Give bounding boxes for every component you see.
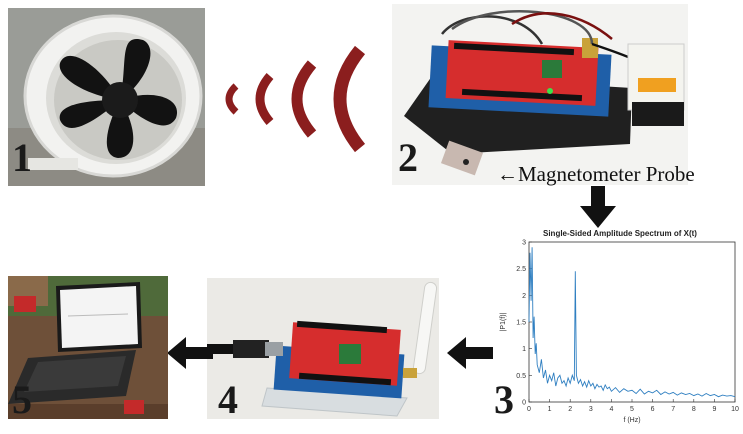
x-tick-label: 0 <box>527 406 531 413</box>
step-number-1: 1 <box>12 135 32 180</box>
y-tick-label: 1.5 <box>516 320 526 327</box>
arduino-battery-photo <box>392 4 688 185</box>
x-tick-label: 8 <box>692 406 696 413</box>
magnetometer-probe-label: ←Magnetometer Probe <box>497 162 695 186</box>
step-number-2: 2 <box>398 135 418 180</box>
left-arrow-icon <box>447 337 493 369</box>
wireless-signal-icon <box>225 45 366 153</box>
x-tick-label: 1 <box>548 406 552 413</box>
laptop-photo <box>8 276 168 419</box>
receiver-board-illustration <box>207 278 439 419</box>
step-number-5: 5 <box>12 377 32 422</box>
x-tick-label: 7 <box>671 406 675 413</box>
arduino-board-illustration <box>392 4 688 185</box>
y-tick-label: 1 <box>522 346 526 353</box>
x-tick-label: 6 <box>651 406 655 413</box>
plot-area <box>528 241 736 403</box>
x-tick-label: 4 <box>609 406 613 413</box>
fan-illustration <box>8 8 205 186</box>
x-axis-label: f (Hz) <box>623 417 640 424</box>
step-number-4: 4 <box>218 377 238 422</box>
y-tick-label: 2.5 <box>516 266 526 273</box>
spectrum-series-line <box>528 247 736 398</box>
x-tick-label: 5 <box>630 406 634 413</box>
down-arrow-icon <box>580 186 616 228</box>
y-tick-label: 2 <box>522 293 526 300</box>
x-tick-label: 2 <box>568 406 572 413</box>
x-tick-label: 10 <box>731 406 739 413</box>
step-number-3: 3 <box>494 377 514 422</box>
x-tick-label: 9 <box>712 406 716 413</box>
y-tick-label: 0.5 <box>516 373 526 380</box>
spectrum-chart: Single-Sided Amplitude Spectrum of X(t) … <box>493 226 743 429</box>
fan-photo <box>8 8 205 186</box>
chart-title: Single-Sided Amplitude Spectrum of X(t) <box>543 229 697 238</box>
spectrum-plot: 0 1 2 3 4 5 6 7 8 9 10 0 0.5 1 1.5 2 2.5 3 f (Hz) |P1(f)| <box>500 240 739 425</box>
laptop-illustration <box>8 276 168 419</box>
y-tick-label: 0 <box>522 400 526 407</box>
receiver-arduino-photo <box>207 278 439 419</box>
y-axis-label: |P1(f)| <box>500 312 507 331</box>
y-tick-label: 3 <box>522 240 526 247</box>
left-arrow-icon-2 <box>167 337 213 369</box>
x-tick-label: 3 <box>589 406 593 413</box>
